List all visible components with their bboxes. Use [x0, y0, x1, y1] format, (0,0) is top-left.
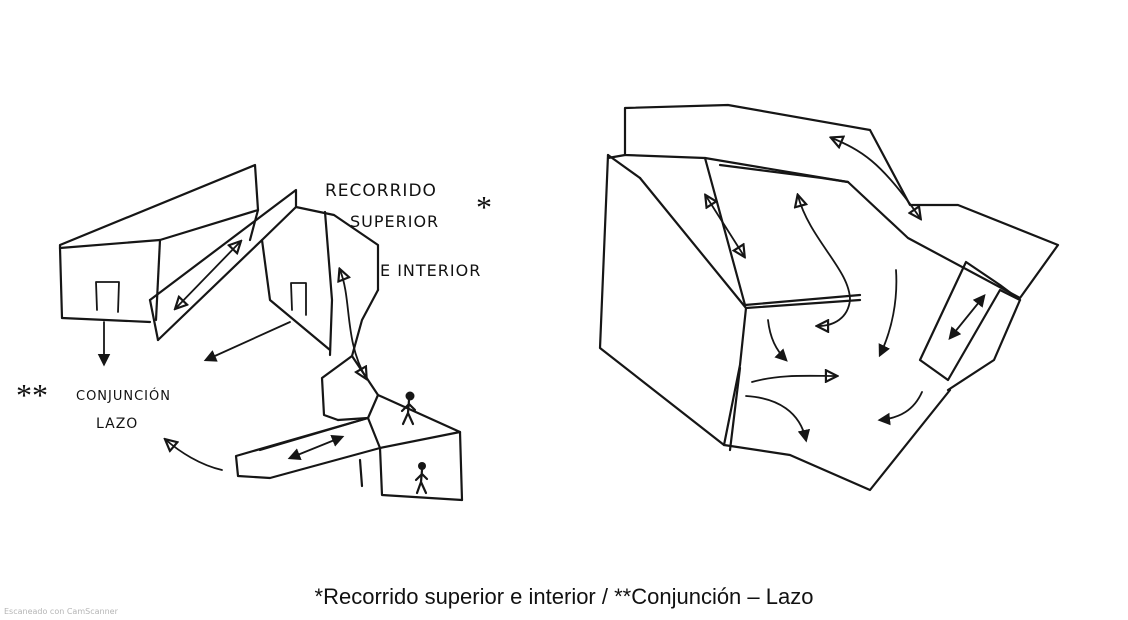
camscanner-watermark: Escaneado con CamScanner	[4, 607, 118, 616]
left-building-sketch: RECORRIDO SUPERIOR E INTERIOR * ** CONJU…	[16, 163, 492, 502]
person-upper-icon	[400, 391, 417, 426]
asterisk-single: *	[476, 189, 492, 225]
asterisk-double: **	[16, 377, 48, 413]
label-lazo: LAZO	[96, 416, 138, 432]
figure-caption: *Recorrido superior e interior / **Conju…	[314, 584, 814, 609]
label-e-interior: E INTERIOR	[380, 261, 481, 280]
label-recorrido: RECORRIDO	[325, 181, 437, 201]
label-conjuncion: CONJUNCIÓN	[76, 388, 171, 404]
right-building-sketch	[598, 103, 1060, 492]
person-lower-icon	[414, 462, 429, 495]
label-superior: SUPERIOR	[350, 212, 439, 231]
